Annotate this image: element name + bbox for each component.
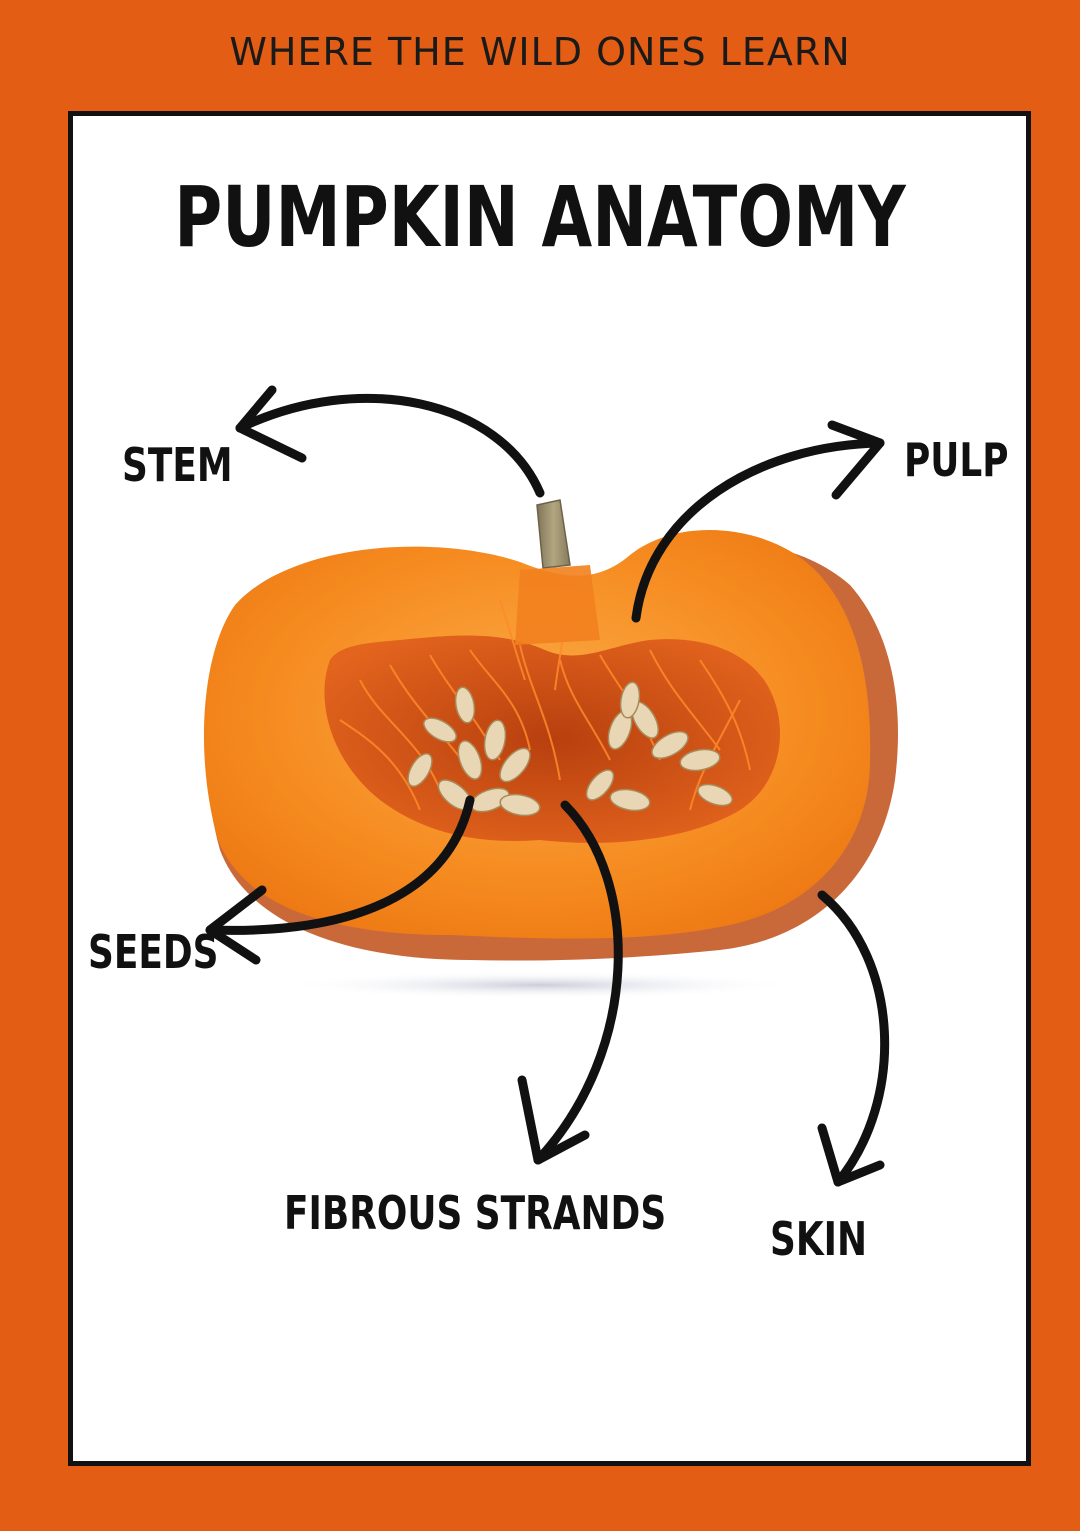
diagram-title: PUMPKIN ANATOMY xyxy=(174,168,906,266)
pumpkin-cavity xyxy=(324,635,780,843)
arrow-fibrous-head xyxy=(517,1075,590,1165)
arrows xyxy=(205,385,890,1187)
stem-base xyxy=(515,565,600,645)
label-stem: STEM xyxy=(122,438,233,492)
label-skin: SKIN xyxy=(770,1212,868,1266)
arrow-pulp-head xyxy=(827,420,885,500)
arrow-stem xyxy=(235,393,545,498)
arrow-seeds xyxy=(205,795,475,935)
pumpkin-stem xyxy=(536,499,571,569)
pumpkin-shadow xyxy=(280,971,800,999)
arrow-pulp xyxy=(631,438,885,623)
label-fibrous-strands: FIBROUS STRANDS xyxy=(284,1186,667,1240)
arrow-skin xyxy=(817,890,890,1187)
label-seeds: SEEDS xyxy=(88,925,219,979)
arrow-skin-head xyxy=(817,1123,885,1187)
arrow-seeds-head xyxy=(205,885,267,965)
brand-header: WHERE THE WILD ONES LEARN xyxy=(229,30,851,74)
label-pulp: PULP xyxy=(904,433,1009,487)
arrow-stem-head xyxy=(235,385,307,463)
arrow-fibrous xyxy=(533,800,623,1165)
